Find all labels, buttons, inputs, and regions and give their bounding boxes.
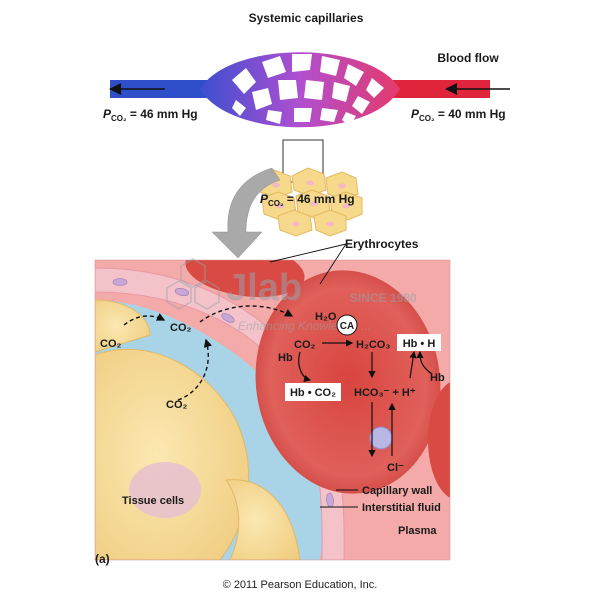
- interstitial-fluid-label: Interstitial fluid: [362, 502, 441, 514]
- tissue-cell-nucleus: [129, 462, 201, 518]
- tissue-cell-upper: [95, 348, 250, 560]
- title-systemic-capillaries: Systemic capillaries: [249, 11, 364, 25]
- panel-label: (a): [95, 552, 110, 566]
- hb-co2-label: Hb • CO₂: [290, 387, 336, 399]
- hb-left-label: Hb: [278, 352, 293, 364]
- tissue-pco2-label: PCO₂ = 46 mm Hg: [260, 192, 355, 208]
- tissue-cell-lower: [95, 299, 151, 353]
- erythrocytes-label: Erythrocytes: [345, 237, 419, 251]
- capillary-bed: [109, 52, 510, 183]
- arrow-hb-to-hbh: [416, 350, 433, 375]
- co2-tissue-label: CO₂: [100, 338, 122, 350]
- tissue-cluster: [257, 167, 363, 237]
- hb-h-label: Hb • H: [403, 338, 436, 350]
- h2o-label: H₂O: [315, 311, 337, 323]
- chloride-channel: [369, 426, 393, 450]
- hb-co2-box: [285, 383, 341, 401]
- plasma-label: Plasma: [398, 525, 437, 537]
- capillary-mesh: [232, 54, 384, 126]
- right-pco2-label: PCO₂ = 40 mm Hg: [411, 107, 506, 123]
- co2-rbc-label: CO₂: [294, 339, 316, 351]
- blood-flow-label: Blood flow: [437, 51, 499, 65]
- carbonic-anhydrase-badge: [336, 314, 358, 336]
- arteriole-vessel: [380, 80, 490, 98]
- erythrocyte-top: [185, 260, 305, 298]
- chloride-label: Cl⁻: [387, 462, 404, 474]
- hb-h-box: [397, 334, 441, 351]
- watermark-logo: Jlab: [226, 267, 302, 309]
- erythrocyte-main: [255, 270, 441, 494]
- co2-diffusion-path-top: [123, 313, 166, 326]
- left-pco2-label: PCO₂ = 46 mm Hg: [103, 107, 198, 123]
- co2-diffusion-path-wall: [177, 338, 212, 401]
- erythrocyte-right: [428, 382, 450, 498]
- arrow-h-to-hbh: [409, 350, 417, 379]
- magnified-panel: [95, 260, 450, 560]
- arrow-co2-to-hbco2: [298, 351, 312, 383]
- co2-top-label: CO₂: [170, 322, 192, 334]
- ca-label: CA: [340, 321, 354, 332]
- hb-right-label: Hb: [430, 372, 445, 384]
- co2-wall-label: CO₂: [166, 399, 188, 411]
- hco3-label: HCO₃⁻ + H⁺: [354, 387, 416, 399]
- capillary-wall-label: Capillary wall: [362, 485, 432, 497]
- h2co3-label: H₂CO₃: [356, 339, 390, 351]
- tissue-cells-label: Tissue cells: [122, 495, 184, 507]
- zoom-arrow: [211, 167, 281, 259]
- copyright-notice: © 2011 Pearson Education, Inc.: [223, 579, 378, 591]
- co2-diffusion-path-rbc: [199, 305, 294, 323]
- leader-erythrocytes-1: [269, 243, 347, 263]
- watermark-since: SINCE 1980: [350, 291, 417, 305]
- leader-erythrocytes-2: [319, 243, 347, 285]
